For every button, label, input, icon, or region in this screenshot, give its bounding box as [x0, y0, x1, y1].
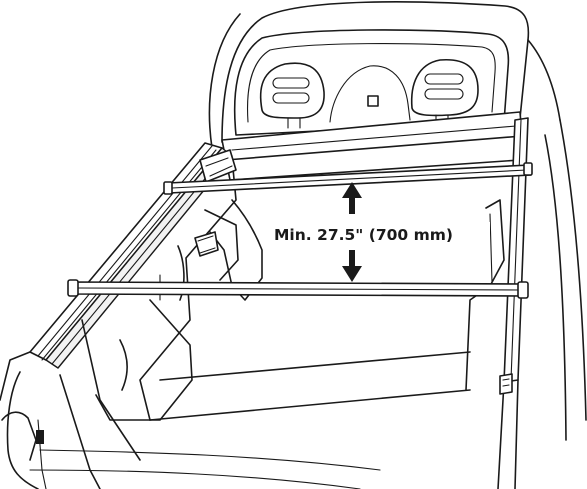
left-side-rail — [29, 142, 233, 369]
left-front-clamp — [199, 149, 237, 183]
headrest-left — [259, 62, 325, 129]
seat-back — [329, 65, 411, 123]
cab-outline — [208, 1, 587, 441]
arrow-up-icon — [342, 182, 362, 214]
lower-crossbar — [67, 279, 529, 299]
arrow-down-icon — [342, 250, 362, 282]
min-height-label: Min. 27.5" (700 mm) — [268, 222, 490, 248]
bed-floor — [29, 351, 471, 489]
tailgate — [0, 351, 47, 489]
upper-crossbar — [163, 162, 533, 195]
